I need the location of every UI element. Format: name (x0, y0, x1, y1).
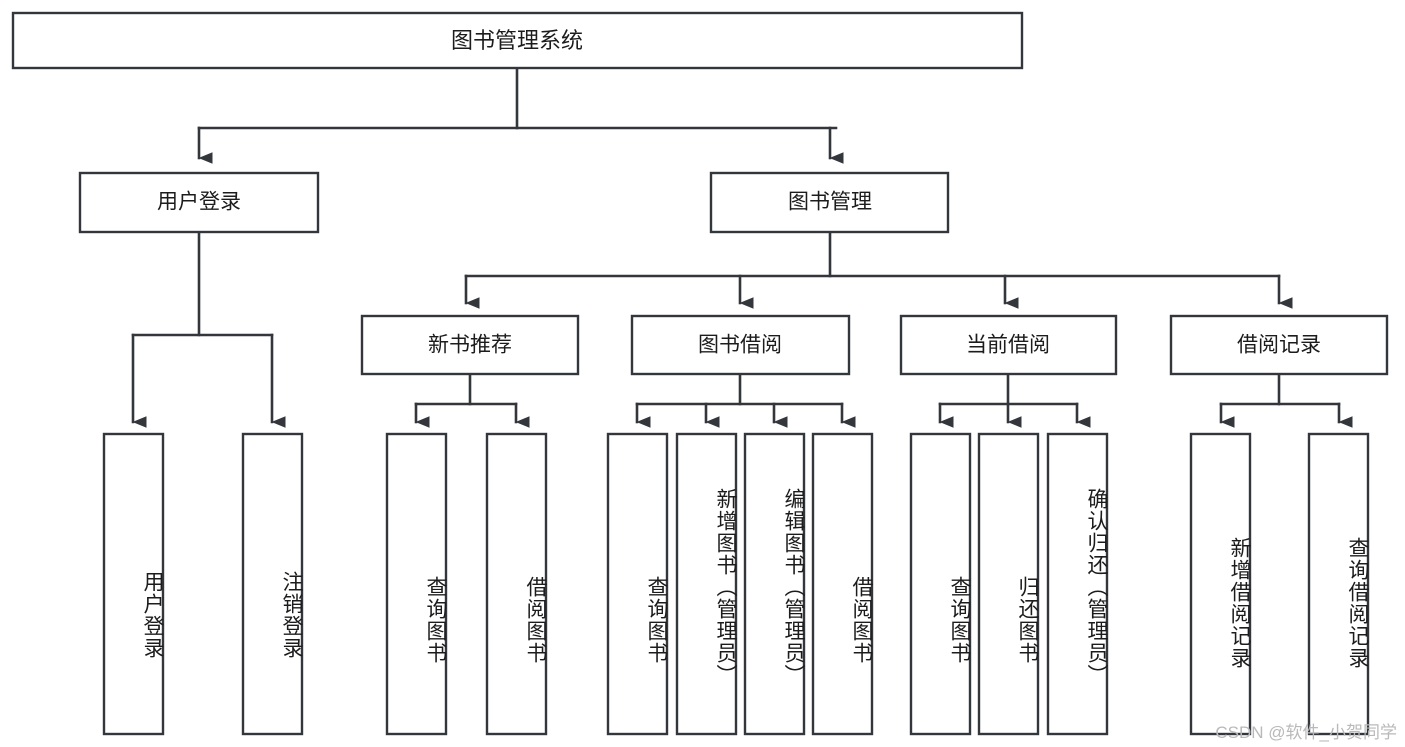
connector-current-to-leaves (938, 372, 1091, 428)
node-current-borrow-box (899, 314, 1118, 376)
node-user-login-box (78, 171, 320, 234)
node-root-system-box (11, 11, 1024, 70)
connector-root-to-level2 (197, 66, 844, 164)
node-book-management[interactable]: 图书管理 (709, 171, 950, 234)
leaf-box-logout[interactable] (241, 432, 304, 736)
node-book-borrow[interactable]: 图书借阅 (630, 314, 851, 376)
leaf-box-query-book-1[interactable] (385, 432, 448, 736)
leaf-box-borrow-book-1[interactable] (485, 432, 548, 736)
leaf-box-add-book[interactable] (675, 432, 738, 736)
node-root-system-label: 图书管理系统 (451, 28, 583, 53)
node-borrow-record-box (1169, 314, 1389, 376)
node-book-management-box (709, 171, 950, 234)
node-current-borrow[interactable]: 当前借阅 (899, 314, 1118, 376)
leaf-box-query-book-3[interactable] (909, 432, 972, 736)
node-book-borrow-box (630, 314, 851, 376)
leaf-box-confirm-return[interactable] (1046, 432, 1109, 736)
node-book-borrow-label: 图书借阅 (698, 334, 782, 357)
leaf-box-user-login[interactable] (102, 432, 165, 736)
connector-userlogin-to-leaves (131, 231, 286, 428)
connector-record-to-leaves (1219, 372, 1353, 428)
node-user-login-label: 用户登录 (157, 191, 241, 214)
leaf-box-add-record[interactable] (1189, 432, 1252, 736)
leaf-box-query-book-2[interactable] (606, 432, 669, 736)
node-new-book-recommend-box (360, 314, 580, 376)
leaf-box-query-record[interactable] (1307, 432, 1370, 736)
connector-bookmgmt-to-level3 (464, 230, 1293, 309)
leaf-box-return-book[interactable] (977, 432, 1040, 736)
node-book-management-label: 图书管理 (788, 191, 872, 214)
node-root-system[interactable]: 图书管理系统 (11, 11, 1024, 70)
node-new-book-recommend[interactable]: 新书推荐 (360, 314, 580, 376)
node-current-borrow-label: 当前借阅 (966, 334, 1050, 357)
leaf-box-edit-book[interactable] (743, 432, 806, 736)
node-borrow-record[interactable]: 借阅记录 (1169, 314, 1389, 376)
node-user-login[interactable]: 用户登录 (78, 171, 320, 234)
node-new-book-recommend-label: 新书推荐 (428, 334, 512, 357)
connector-newbook-to-leaves (414, 372, 530, 428)
connector-borrow-to-leaves (635, 372, 856, 428)
leaf-box-borrow-book-2[interactable] (811, 432, 874, 736)
node-borrow-record-label: 借阅记录 (1237, 334, 1321, 357)
